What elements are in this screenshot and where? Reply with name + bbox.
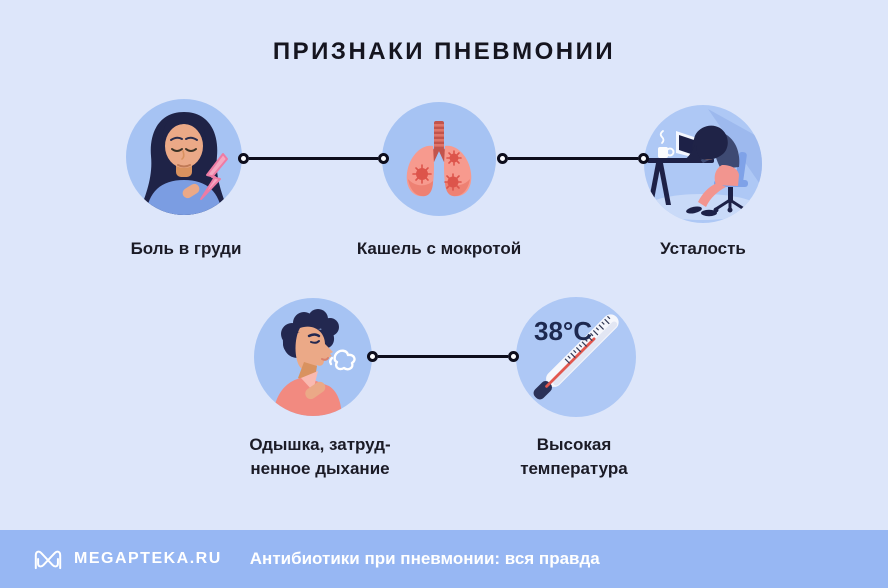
lungs-with-germs-illustration-icon	[406, 121, 472, 197]
connector-ring-icon	[378, 153, 389, 164]
symptom-label-cough: Кашель с мокротой	[356, 239, 522, 258]
connector-ring-icon	[497, 153, 508, 164]
man-short-of-breath-illustration-icon	[273, 309, 356, 416]
connector-line	[249, 157, 378, 160]
footer-bar: MEGAPTEKA.RU Антибиотики при пневмонии: …	[0, 530, 888, 588]
connector-2	[497, 153, 649, 164]
connector-ring-icon	[238, 153, 249, 164]
connector-ring-icon	[638, 153, 649, 164]
symptom-circle-fatigue	[644, 105, 762, 223]
symptom-label-dyspnea: Одышка, затруд- ненное дыхание	[215, 433, 425, 481]
footer-headline: Антибиотики при пневмонии: вся правда	[249, 549, 600, 568]
thermometer-reading: 38°C	[534, 316, 593, 346]
symptom-label-chest-pain: Боль в груди	[130, 239, 242, 258]
connector-line	[508, 157, 638, 160]
symptom-label-fatigue: Усталость	[660, 239, 746, 258]
symptom-label-dyspnea-line2: ненное дыхание	[250, 459, 390, 478]
brand-name: MEGAPTEKA.RU	[74, 550, 222, 567]
connector-3	[367, 351, 519, 362]
symptom-label-fever: Высокая температура	[474, 433, 674, 481]
page-title: ПРИЗНАКИ ПНЕВМОНИИ	[272, 38, 616, 65]
connector-line	[378, 355, 508, 358]
woman-chest-pain-illustration-icon	[138, 112, 230, 215]
symptom-circle-chest-pain	[126, 99, 242, 215]
megapteka-logo-icon	[34, 550, 62, 570]
person-asleep-at-desk-illustration-icon	[647, 109, 762, 220]
symptom-label-dyspnea-line1: Одышка, затруд-	[249, 435, 391, 454]
connector-1	[238, 153, 389, 164]
connector-ring-icon	[367, 351, 378, 362]
symptom-circle-fever: 38°C	[501, 282, 651, 432]
symptom-label-fever-line1: Высокая	[536, 435, 612, 454]
symptom-circle-cough	[382, 102, 496, 216]
symptom-circle-dyspnea	[254, 298, 372, 416]
connector-ring-icon	[508, 351, 519, 362]
brand-block: MEGAPTEKA.RU	[32, 546, 222, 572]
symptom-label-fever-line2: температура	[520, 459, 628, 478]
thermometer-38c-illustration-icon	[516, 297, 636, 417]
